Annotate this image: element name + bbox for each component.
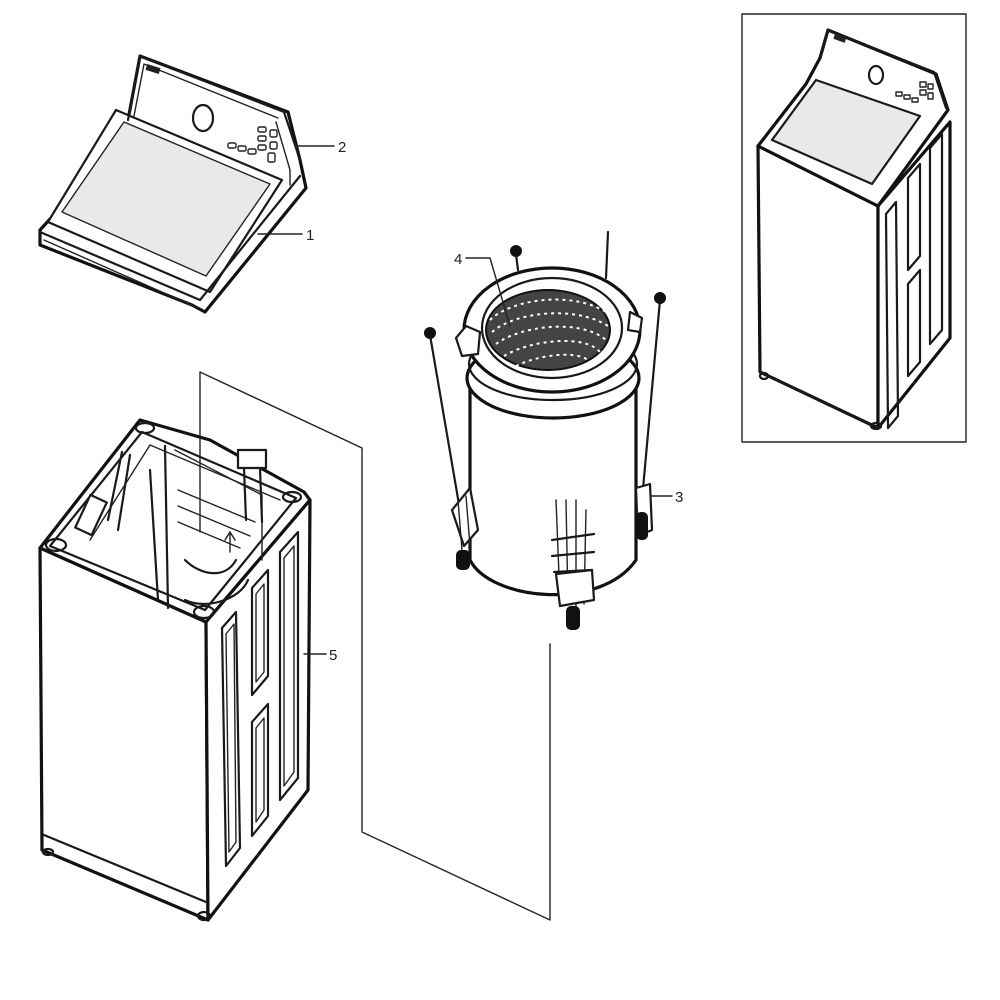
callout-3: 3	[675, 489, 683, 506]
cabinet	[38, 418, 312, 922]
callout-5: 5	[329, 647, 337, 664]
callout-2: 2	[338, 139, 346, 156]
rod-cap-icon	[424, 327, 436, 339]
brand-logo	[145, 63, 161, 75]
damper-right	[634, 482, 654, 540]
callout-1: 1	[306, 227, 314, 244]
damper-left	[450, 486, 480, 570]
drum-mesh	[485, 289, 611, 371]
control-buttons	[227, 126, 278, 163]
tub-assembly	[424, 230, 666, 630]
assembly-guide-lines	[199, 371, 551, 921]
assembled-view-inset	[741, 13, 967, 443]
damper-front	[550, 499, 596, 630]
top-cover-assembly	[38, 54, 308, 314]
control-dial-icon	[191, 103, 215, 133]
callout-4: 4	[454, 251, 462, 268]
